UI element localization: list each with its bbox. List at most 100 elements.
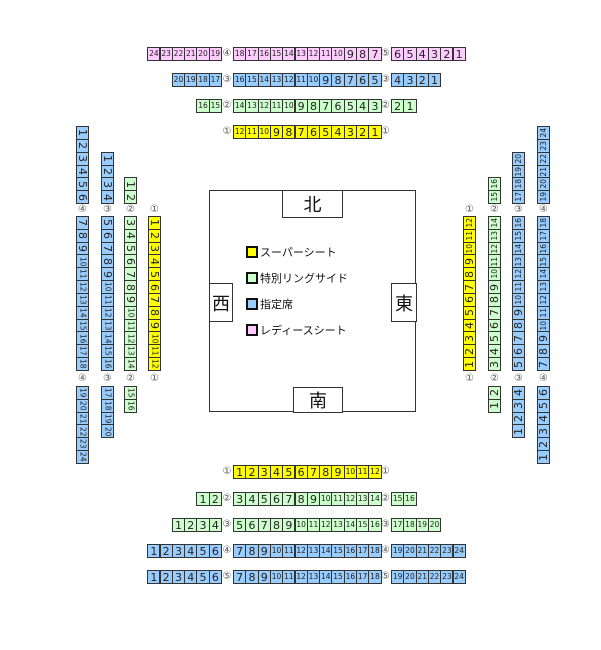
seat[interactable]: 2 [440,47,454,61]
seat[interactable]: 4 [356,99,370,113]
seat[interactable]: 17 [76,344,89,359]
seat[interactable]: 1 [368,125,382,139]
seat[interactable]: 1 [196,492,210,506]
seat[interactable]: 14 [257,73,271,87]
seat[interactable]: 14 [233,99,247,113]
seat[interactable]: 8 [356,47,370,61]
seat[interactable]: 12 [233,125,247,139]
seat[interactable]: 5 [463,305,476,320]
seat[interactable]: 13 [512,254,525,269]
seat[interactable]: 3 [101,177,114,192]
seat[interactable]: 10 [269,544,284,558]
seat[interactable]: 14 [282,47,296,61]
seat[interactable]: 20 [427,518,442,532]
seat[interactable]: 13 [76,292,89,307]
seat[interactable]: 4 [76,164,89,179]
seat[interactable]: 7 [512,331,525,346]
seat[interactable]: 6 [331,99,345,113]
seat[interactable]: 10 [76,254,89,269]
seat[interactable]: 10 [124,305,137,320]
seat[interactable]: 11 [101,292,114,307]
seat[interactable]: 14 [124,357,137,371]
seat[interactable]: 6 [537,386,550,400]
seat[interactable]: 4 [245,492,259,506]
seat[interactable]: 12 [319,518,333,532]
seat[interactable]: 6 [208,570,222,584]
seat[interactable]: 15 [245,73,259,87]
seat[interactable]: 8 [124,280,137,294]
seat[interactable]: 22 [76,424,89,439]
seat[interactable]: 10 [306,73,321,87]
seat[interactable]: 14 [101,331,114,346]
seat[interactable]: 3 [124,216,137,230]
seat[interactable]: 20 [196,47,210,61]
seat[interactable]: 12 [512,267,525,282]
seat[interactable]: 2 [159,570,173,584]
seat[interactable]: 1 [427,73,442,87]
seat[interactable]: 22 [427,570,442,584]
seat[interactable]: 7 [233,570,247,584]
seat[interactable]: 19 [391,570,405,584]
seat[interactable]: 3 [427,47,442,61]
seat[interactable]: 3 [463,331,476,346]
seat[interactable]: 16 [488,177,501,192]
seat[interactable]: 7 [463,280,476,294]
seat[interactable]: 1 [403,99,417,113]
seat[interactable]: 24 [147,47,161,61]
seat[interactable]: 9 [294,99,308,113]
seat[interactable]: 15 [391,492,405,506]
seat[interactable]: 13 [124,344,137,359]
seat[interactable]: 16 [403,492,417,506]
seat[interactable]: 9 [331,465,345,479]
seat[interactable]: 5 [257,492,271,506]
seat[interactable]: 13 [294,47,308,61]
seat[interactable]: 5 [537,398,550,413]
seat[interactable]: 3 [76,151,89,166]
seat[interactable]: 23 [537,138,550,153]
seat[interactable]: 13 [356,492,370,506]
seat[interactable]: 15 [76,318,89,333]
seat[interactable]: 18 [368,544,382,558]
seat[interactable]: 11 [269,99,284,113]
seat[interactable]: 5 [196,570,210,584]
seat[interactable]: 10 [463,241,476,256]
seat[interactable]: 10 [488,267,501,282]
seat[interactable]: 19 [208,47,222,61]
seat[interactable]: 18 [196,73,210,87]
seat[interactable]: 24 [537,126,550,140]
seat[interactable]: 2 [391,99,405,113]
seat[interactable]: 1 [512,424,525,439]
seat[interactable]: 17 [356,570,370,584]
seat[interactable]: 14 [76,305,89,320]
seat[interactable]: 15 [124,386,137,400]
seat[interactable]: 11 [294,73,308,87]
seat[interactable]: 21 [415,544,429,558]
seat[interactable]: 23 [440,544,454,558]
seat[interactable]: 9 [148,318,161,333]
seat[interactable]: 20 [101,424,114,439]
seat[interactable]: 6 [148,280,161,294]
seat[interactable]: 4 [184,544,198,558]
seat[interactable]: 10 [512,292,525,307]
seat[interactable]: 2 [101,164,114,179]
seat[interactable]: 10 [148,331,161,346]
seat[interactable]: 3 [171,544,186,558]
seat[interactable]: 12 [101,305,114,320]
seat[interactable]: 17 [101,386,114,400]
seat[interactable]: 9 [343,47,357,61]
seat[interactable]: 12 [306,47,321,61]
seat[interactable]: 2 [159,544,173,558]
seat[interactable]: 23 [159,47,173,61]
seat[interactable]: 2 [537,437,550,452]
seat[interactable]: 7 [148,292,161,307]
seat[interactable]: 6 [101,228,114,243]
seat[interactable]: 7 [306,465,321,479]
seat[interactable]: 12 [488,241,501,256]
seat[interactable]: 18 [76,357,89,371]
seat[interactable]: 19 [101,411,114,426]
seat[interactable]: 12 [148,357,161,371]
seat[interactable]: 2 [463,344,476,359]
seat[interactable]: 19 [184,73,198,87]
seat[interactable]: 16 [233,73,247,87]
seat[interactable]: 14 [319,570,333,584]
